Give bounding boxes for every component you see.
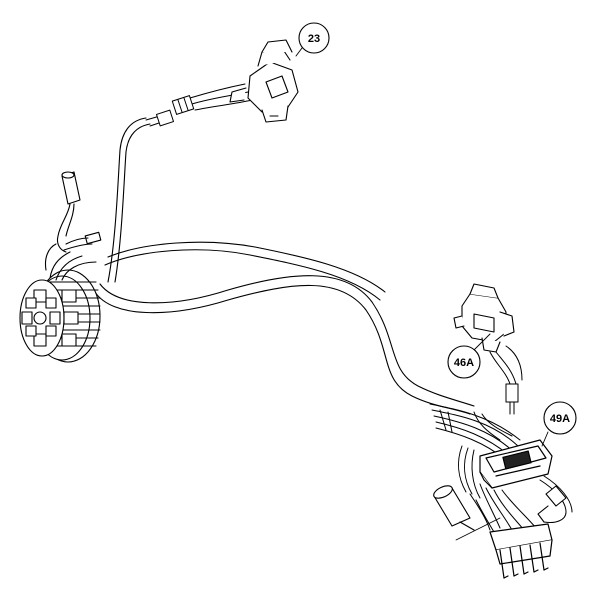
callout-49a-label: 49A [550, 413, 570, 425]
multi-pin-plug [489, 523, 553, 579]
callout-23-label: 23 [308, 33, 320, 45]
callout-49a-leader [541, 431, 549, 447]
connector-46a-wires [489, 345, 523, 415]
stator-sensor-probe [56, 171, 102, 253]
lower-branch-wires [458, 445, 573, 533]
callout-49a: 49A [543, 401, 577, 435]
inline-fuse [433, 485, 475, 531]
inline-connector-small [155, 95, 195, 127]
top-connector-23 [229, 39, 299, 123]
callout-23: 23 [298, 22, 330, 54]
leader-line [455, 517, 501, 541]
main-harness-cable [94, 117, 475, 415]
callout-46a: 46A [447, 345, 481, 379]
spade-terminal [537, 485, 567, 523]
stator-assembly [19, 243, 101, 363]
callout-23-leader [295, 47, 303, 57]
callout-46a-label: 46A [454, 357, 474, 369]
connector-49a-body [479, 439, 553, 489]
callout-46a-leader [473, 333, 491, 351]
connector-46a-body [453, 283, 515, 353]
